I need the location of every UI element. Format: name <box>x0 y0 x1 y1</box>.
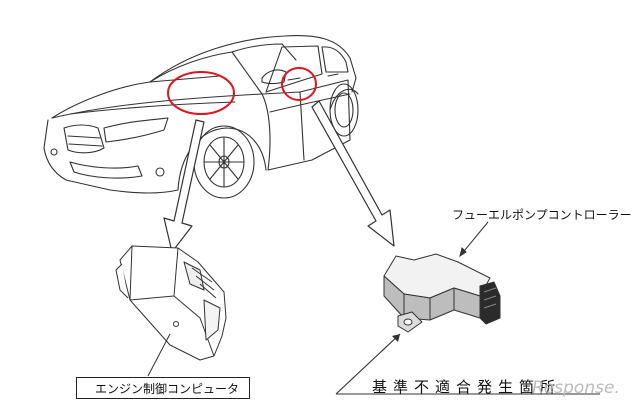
ecu-module-illustration <box>115 245 227 361</box>
ecu-leader-line <box>147 333 171 377</box>
location-leader-arrow <box>335 333 401 395</box>
car-illustration <box>43 35 359 199</box>
non-compliance-location-label: 基準不適合発生箇所 <box>372 378 562 396</box>
ecu-label: エンジン制御コンピュータ <box>95 382 240 396</box>
ecu-label-box <box>76 377 250 399</box>
highlight-circle-door <box>281 67 317 101</box>
pointer-arrows <box>163 100 395 253</box>
highlight-circle-hood <box>167 71 235 115</box>
arrow-to-fuel-pump-controller <box>311 100 395 247</box>
response-watermark: Response. <box>532 378 620 398</box>
fuel-pump-controller-illustration <box>383 253 501 333</box>
arrow-to-ecu <box>163 119 205 253</box>
fuel-pump-controller-label: フューエルポンプコントローラー <box>452 208 632 222</box>
